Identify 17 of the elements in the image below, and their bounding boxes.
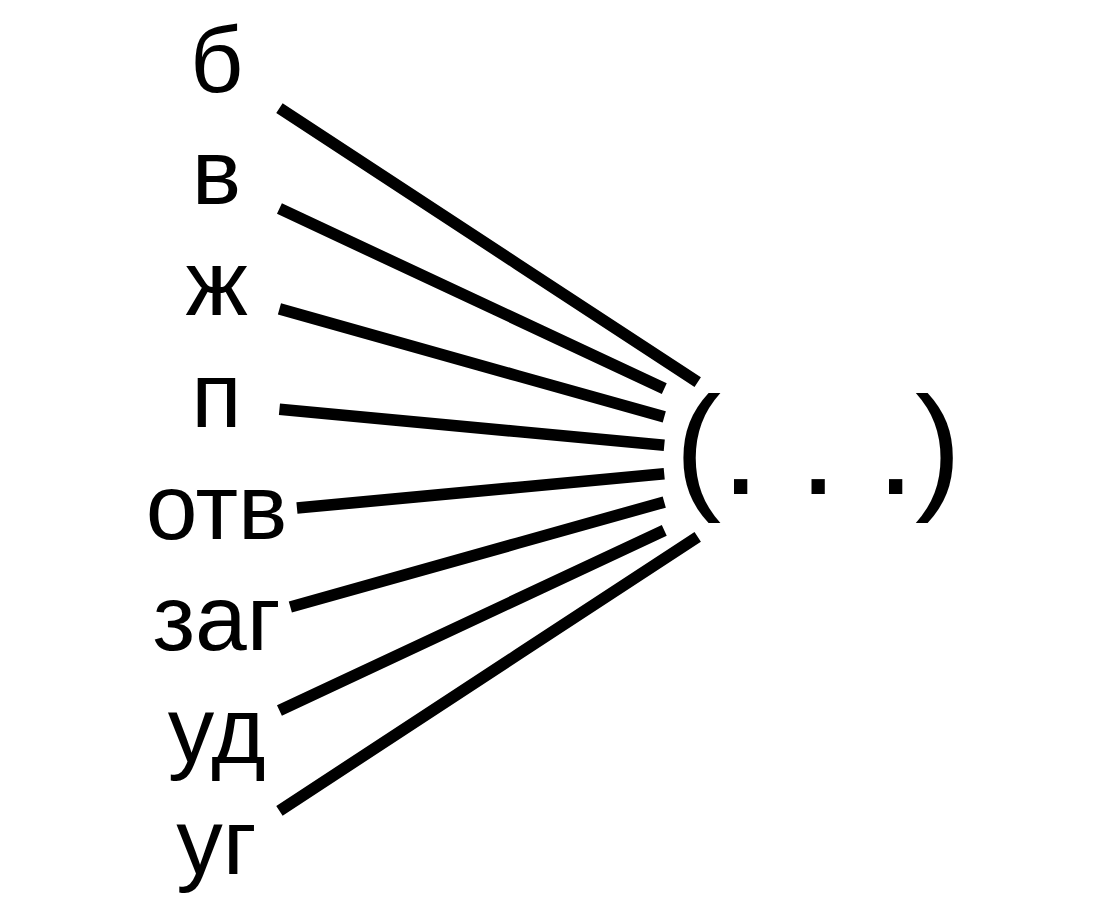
node-text: отв (145, 454, 287, 559)
connector (276, 525, 667, 716)
connector (277, 303, 666, 423)
connector (275, 531, 701, 816)
connector (275, 103, 701, 388)
connector (288, 496, 666, 613)
node-text: б (189, 7, 243, 112)
connector (278, 403, 665, 452)
connector (295, 467, 665, 514)
connector (276, 203, 667, 394)
node-text: уд (167, 678, 265, 783)
node-text: (. . .) (674, 368, 962, 525)
node-text: ж (184, 231, 248, 336)
node-text: в (191, 119, 241, 224)
node-text: уг (175, 789, 257, 894)
node-text: п (190, 342, 242, 447)
node-text: заг (151, 566, 281, 671)
